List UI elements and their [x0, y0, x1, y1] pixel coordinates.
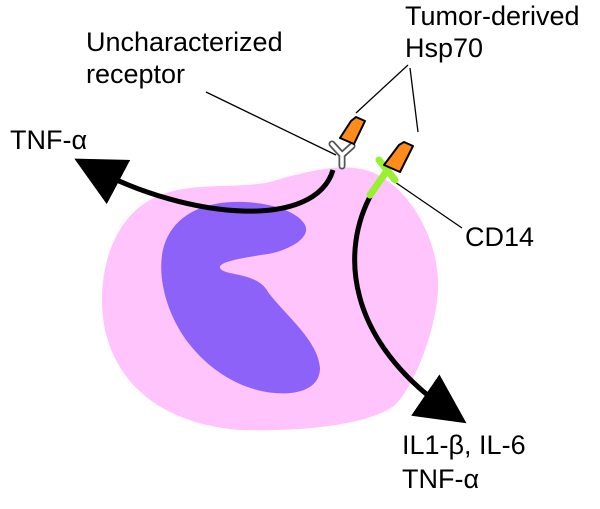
hsp70-icon — [383, 141, 414, 173]
hsp70-icon — [339, 116, 366, 145]
tnf-alpha-label: TNF-α — [10, 125, 87, 155]
cd14-leader-line — [391, 179, 463, 229]
uncharacterized-receptor-label: receptor — [86, 59, 185, 89]
nucleus — [161, 201, 320, 394]
tnf-signal-arrow — [74, 158, 336, 214]
hsp70-leader-line-2 — [409, 67, 419, 133]
hsp70-leader-line-1 — [355, 64, 409, 114]
tumor-derived-hsp70-label: Hsp70 — [405, 33, 483, 63]
cytokines-tnf-alpha-label: TNF-α — [402, 464, 479, 494]
cytokines-label: IL1-β, IL-6 — [402, 430, 526, 460]
receptor-leader-line — [205, 91, 337, 156]
cd14-receptor-icon — [366, 156, 399, 199]
uncharacterized-receptor-label: Uncharacterized — [86, 27, 283, 57]
cd14-label: CD14 — [465, 222, 534, 252]
uncharacterized-receptor-icon — [328, 140, 356, 170]
tumor-derived-hsp70-label: Tumor-derived — [405, 1, 580, 31]
cytokine-signal-arrow — [352, 191, 467, 424]
